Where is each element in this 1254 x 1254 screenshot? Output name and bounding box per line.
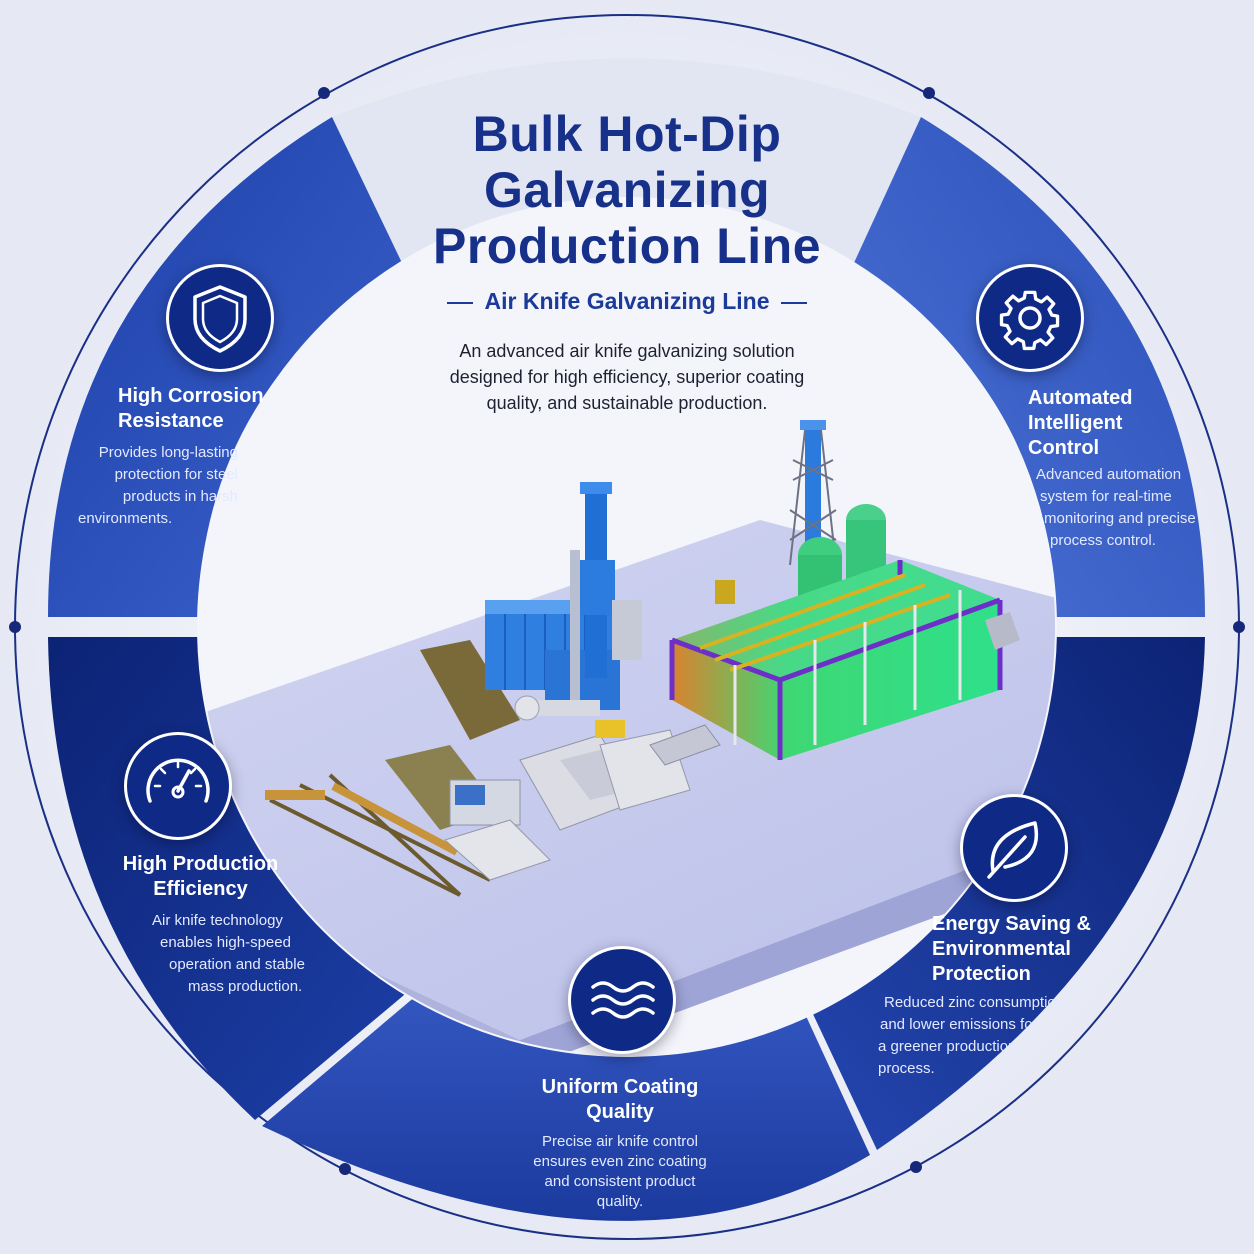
feature-title-automation: Automated Intelligent Control <box>1028 387 1133 459</box>
title-line: Bulk Hot-Dip <box>472 106 782 162</box>
feature-desc-corrosion: Provides long-lasting protection for ste… <box>78 444 238 527</box>
description-line: An advanced air knife galvanizing soluti… <box>459 341 795 361</box>
feature-title-coating: Uniform Coating Quality <box>541 1076 699 1123</box>
description-line: designed for high efficiency, superior c… <box>449 367 805 387</box>
subtitle: Air Knife Galvanizing Line <box>387 288 867 315</box>
main-title: Bulk Hot-Dip Galvanizing Production Line <box>360 106 894 274</box>
description-line: quality, and sustainable production. <box>486 393 768 413</box>
leaf-icon <box>987 821 1039 879</box>
corrosion-badge <box>166 264 274 372</box>
feature-title-corrosion: High Corrosion Resistance <box>118 385 264 432</box>
energy-badge <box>960 794 1068 902</box>
waves-icon <box>591 981 655 1019</box>
feature-desc-automation: Advanced automation system for real-time… <box>1036 466 1196 549</box>
coating-badge <box>568 946 676 1054</box>
gauge-icon <box>146 758 210 803</box>
feature-desc-energy: Reduced zinc consumption and lower emiss… <box>878 994 1065 1077</box>
shield-icon <box>193 285 247 353</box>
efficiency-badge <box>124 732 232 840</box>
title-line: Production Line <box>432 218 822 274</box>
feature-title-energy: Energy Saving & Environmental Protection <box>932 913 1091 985</box>
description: An advanced air knife galvanizing soluti… <box>420 338 834 416</box>
subtitle-dash-right <box>781 301 808 304</box>
gear-icon <box>999 290 1060 351</box>
feature-desc-efficiency: Air knife technology enables high-speed … <box>152 912 305 995</box>
subtitle-dash-left <box>446 301 473 304</box>
title-line: Galvanizing <box>483 162 771 218</box>
feature-title-efficiency: High Production Efficiency <box>122 853 279 900</box>
feature-desc-coating: Precise air knife control ensures even z… <box>533 1133 707 1210</box>
ring-nodes <box>9 87 1245 1175</box>
subtitle-text: Air Knife Galvanizing Line <box>484 288 770 314</box>
automation-badge <box>976 264 1084 372</box>
